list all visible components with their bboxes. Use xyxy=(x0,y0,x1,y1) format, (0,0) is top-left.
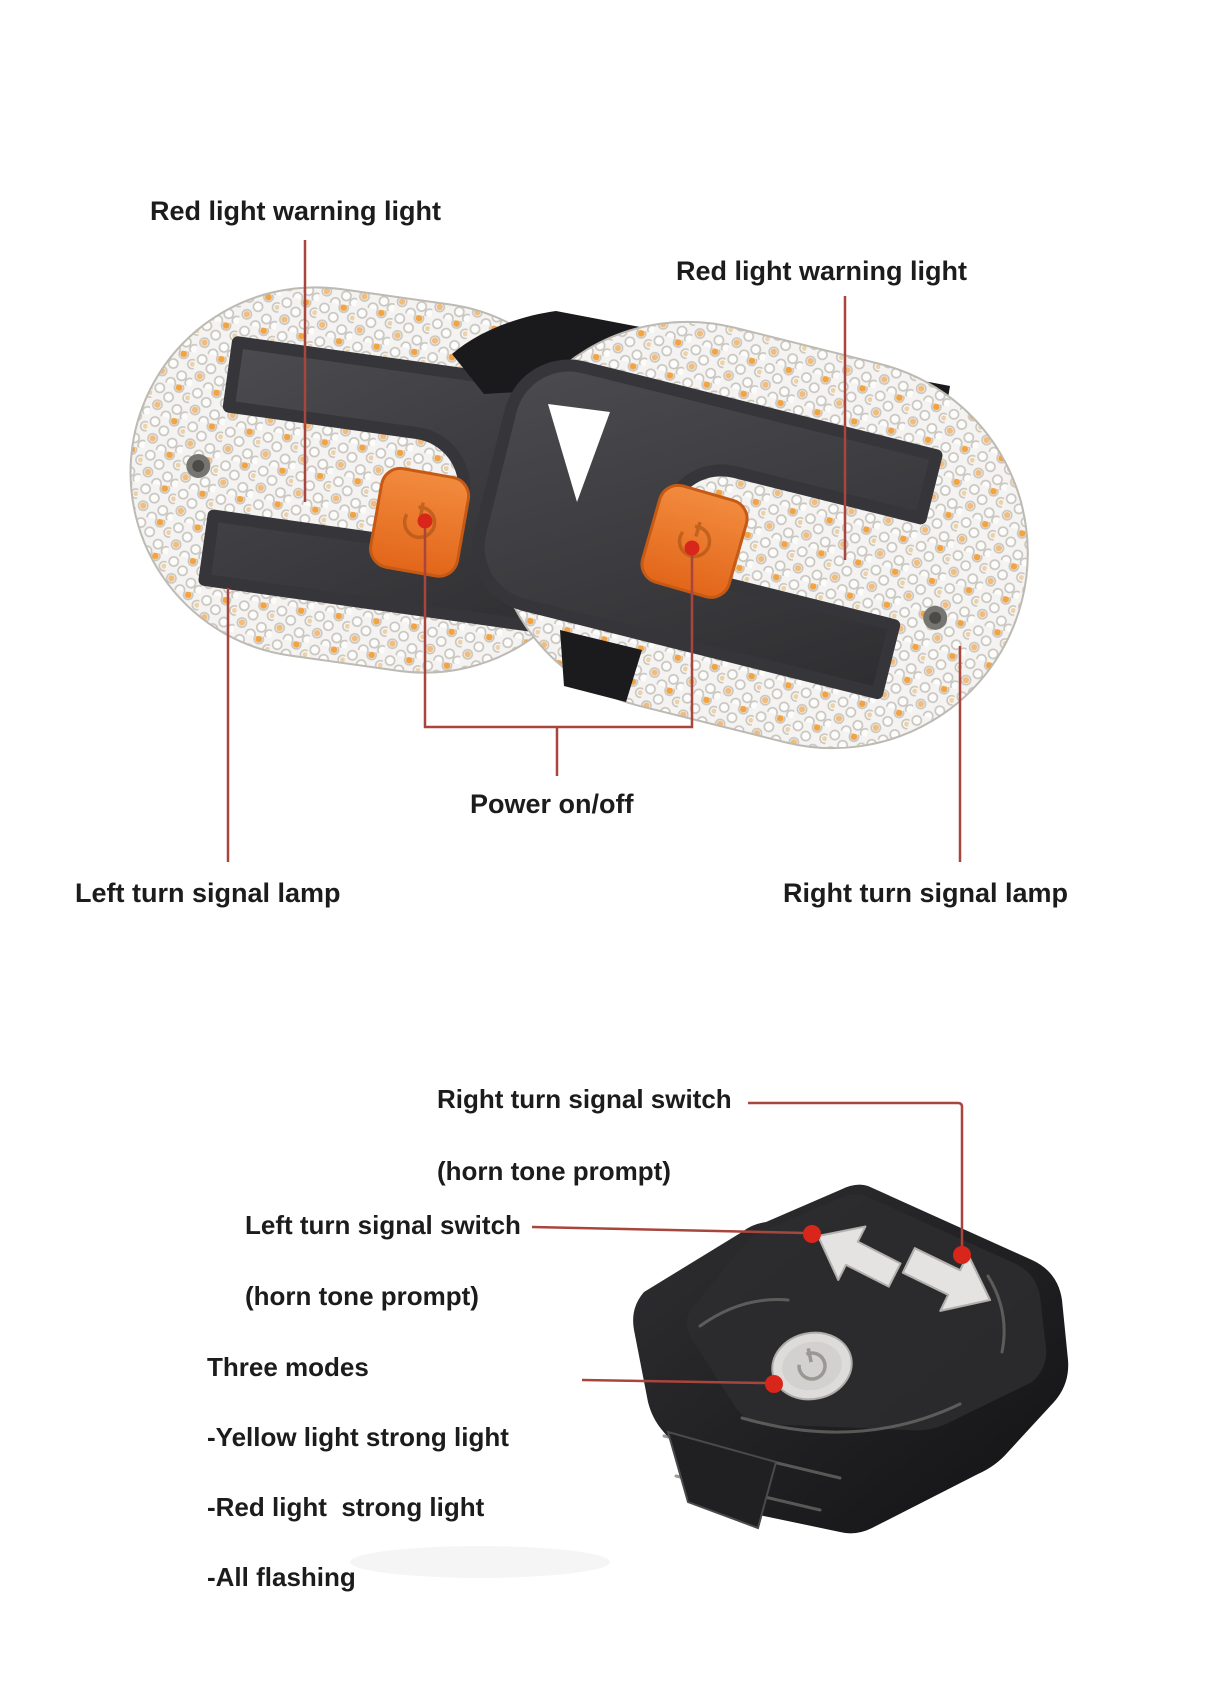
left-turn-arrow-button xyxy=(817,1225,902,1288)
label-left-turn-signal-lamp: Left turn signal lamp xyxy=(75,878,341,908)
annotation-dot-left-switch xyxy=(803,1225,821,1243)
annotation-line-right-switch xyxy=(748,1101,964,1250)
label-power-on-off: Power on/off xyxy=(470,789,634,819)
remote-control xyxy=(633,1184,1069,1534)
annotation-dot-power-left xyxy=(417,513,433,529)
label-modes-line1: Three modes xyxy=(207,1352,369,1382)
joint-lower-tab xyxy=(560,630,642,702)
annotation-dots xyxy=(417,513,971,1393)
remote-shadow xyxy=(350,1546,610,1578)
label-modes-line3: -Red light strong light xyxy=(207,1492,485,1522)
remote-mount-clip xyxy=(666,1430,778,1530)
left-lens-screw-center xyxy=(192,459,205,472)
label-right-turn-signal-switch: Right turn signal switch (horn tone prom… xyxy=(437,1045,732,1225)
annotation-line-left-switch xyxy=(531,1225,807,1235)
label-left-turn-signal-switch: Left turn signal switch (horn tone promp… xyxy=(245,1172,521,1350)
label-left-switch-line2: (horn tone prompt) xyxy=(245,1281,479,1311)
label-red-warning-left: Red light warning light xyxy=(150,196,441,226)
remote-power-button xyxy=(771,1331,853,1401)
right-lens-screw-center xyxy=(929,611,942,624)
annotation-lines xyxy=(226,240,964,1385)
annotation-bracket-power xyxy=(423,521,694,776)
label-right-switch-line2: (horn tone prompt) xyxy=(437,1156,671,1186)
label-red-warning-right: Red light warning light xyxy=(676,256,967,286)
annotation-dot-modes xyxy=(765,1375,783,1393)
annotation-dot-right-switch xyxy=(953,1246,971,1264)
label-modes-line4: -All flashing xyxy=(207,1562,356,1592)
label-three-modes: Three modes -Yellow light strong light -… xyxy=(207,1314,509,1630)
label-right-turn-signal-lamp: Right turn signal lamp xyxy=(783,878,1069,908)
left-arrow-icon xyxy=(817,1225,902,1288)
label-modes-line2: -Yellow light strong light xyxy=(207,1422,509,1452)
annotation-dot-power-right xyxy=(684,540,700,556)
annotation-line-modes xyxy=(581,1378,767,1385)
remote-top-face xyxy=(686,1194,1047,1431)
joint-notch xyxy=(548,404,610,502)
label-right-switch-line1: Right turn signal switch xyxy=(437,1084,732,1114)
label-left-switch-line1: Left turn signal switch xyxy=(245,1210,521,1240)
